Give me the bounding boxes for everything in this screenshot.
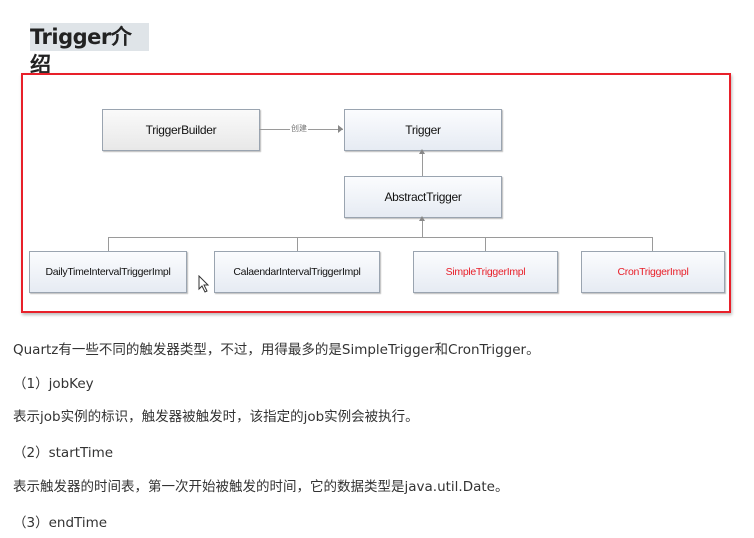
inherit-bus-line	[108, 237, 653, 238]
item-heading-endtime: （3）endTime	[13, 515, 108, 531]
intro-paragraph: Quartz有一些不同的触发器类型，不过，用得最多的是SimpleTrigger…	[13, 342, 540, 358]
arrowhead-icon	[338, 125, 343, 133]
cron-trigger-box: CronTriggerImpl	[581, 251, 725, 293]
item-heading-jobkey: （1）jobKey	[13, 376, 94, 392]
mouse-cursor-icon	[198, 275, 210, 293]
edge-label: 创建	[290, 123, 308, 134]
branch-line	[108, 237, 109, 251]
inherit-line	[422, 151, 423, 176]
branch-line	[652, 237, 653, 251]
diagram-frame	[21, 73, 731, 313]
simple-trigger-box: SimpleTriggerImpl	[413, 251, 558, 293]
inherit-line	[422, 218, 423, 237]
item-heading-starttime: （2）startTime	[13, 445, 114, 461]
daily-time-interval-trigger-box: DailyTimeIntervalTriggerImpl	[29, 251, 187, 293]
arrowhead-icon	[419, 149, 425, 154]
trigger-box: Trigger	[344, 109, 502, 151]
page-title: Trigger介绍	[30, 23, 149, 77]
jobkey-description: 表示job实例的标识，触发器被触发时，该指定的job实例会被执行。	[13, 409, 419, 425]
branch-line	[485, 237, 486, 251]
calendar-interval-trigger-box: CalaendarIntervalTriggerImpl	[214, 251, 380, 293]
arrowhead-icon	[419, 216, 425, 221]
starttime-description: 表示触发器的时间表，第一次开始被触发的时间，它的数据类型是java.util.D…	[13, 479, 509, 495]
trigger-builder-box: TriggerBuilder	[102, 109, 260, 151]
branch-line	[297, 237, 298, 251]
abstract-trigger-box: AbstractTrigger	[344, 176, 502, 218]
